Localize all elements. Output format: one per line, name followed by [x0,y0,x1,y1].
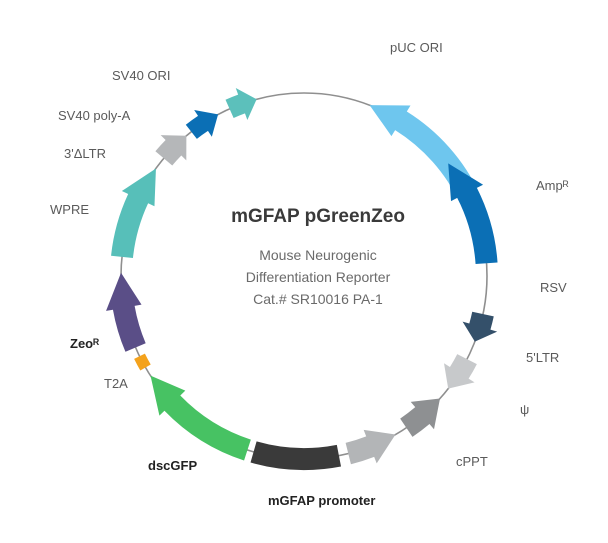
label-t2a: T2A [104,376,128,391]
t2a-block [134,353,151,371]
label-puc-ori: pUC ORI [390,40,443,55]
label-sv40-polya: SV40 poly-A [58,108,131,123]
plasmid-description-line2: Differentiation Reporter [246,269,391,285]
label-cppt: cPPT [456,454,488,469]
label-wpre: WPRE [50,202,89,217]
label-zeo: Zeoᴿ [70,336,99,351]
psi-arrow [400,398,440,437]
plasmid-catalog-number: Cat.# SR10016 PA-1 [253,291,383,307]
rsv-arrow [462,311,498,342]
sv40-polya-arrow [185,110,219,139]
label-amp: Ampᴿ [536,178,569,193]
sv40-ori-arrow [225,88,257,120]
3ltr-arrow [155,135,187,166]
label-rsv: RSV [540,280,567,295]
label-sv40-ori: SV40 ORI [112,68,171,83]
label-mgfap-promoter: mGFAP promoter [268,493,375,508]
label-5ltr: 5'LTR [526,350,559,365]
plasmid-description-line1: Mouse Neurogenic [259,247,377,263]
dscgfp-arrow [150,375,251,461]
label-dscgfp: dscGFP [148,458,197,473]
label-psi: ψ [520,402,529,417]
zeo-resistance-arrow [106,272,146,352]
cppt-arrow [345,429,396,465]
wpre-arrow [111,168,156,259]
label-3ltr: 3'ΔLTR [64,146,106,161]
5ltr-arrow [444,354,477,389]
mgfap-promoter-block [250,441,342,471]
amp-resistance-arrow [448,163,498,264]
plasmid-name: mGFAP pGreenZeo [231,206,405,227]
